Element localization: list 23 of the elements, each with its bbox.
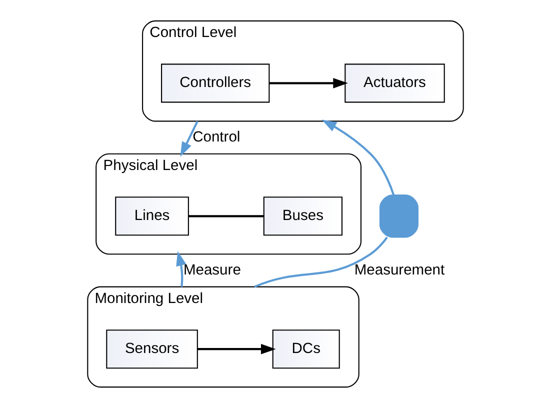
- node-box: Sensors: [106, 330, 198, 369]
- cluster: [142, 20, 464, 122]
- node-box: DCs: [272, 330, 340, 369]
- edge-label: Measurement: [354, 262, 444, 278]
- connector: [188, 215, 264, 218]
- node-box: [378, 194, 418, 238]
- edge-label: Control: [192, 129, 240, 146]
- edge-label: Measure: [182, 262, 240, 278]
- arrow: [268, 78, 348, 88]
- node-box: Buses: [262, 196, 342, 236]
- connector: [254, 236, 388, 288]
- node-box: Lines: [114, 196, 188, 236]
- node-box: Controllers: [160, 64, 270, 103]
- node-label: Control Level: [149, 24, 236, 41]
- arrow: [176, 251, 186, 287]
- node-box: Actuators: [344, 64, 444, 103]
- cluster: [95, 153, 361, 255]
- node-label: Physical Level: [102, 158, 198, 174]
- cluster: [86, 286, 359, 388]
- arrow: [196, 344, 276, 354]
- arrow: [180, 120, 198, 157]
- arrow: [321, 120, 394, 196]
- node-label: Monitoring Level: [94, 290, 203, 307]
